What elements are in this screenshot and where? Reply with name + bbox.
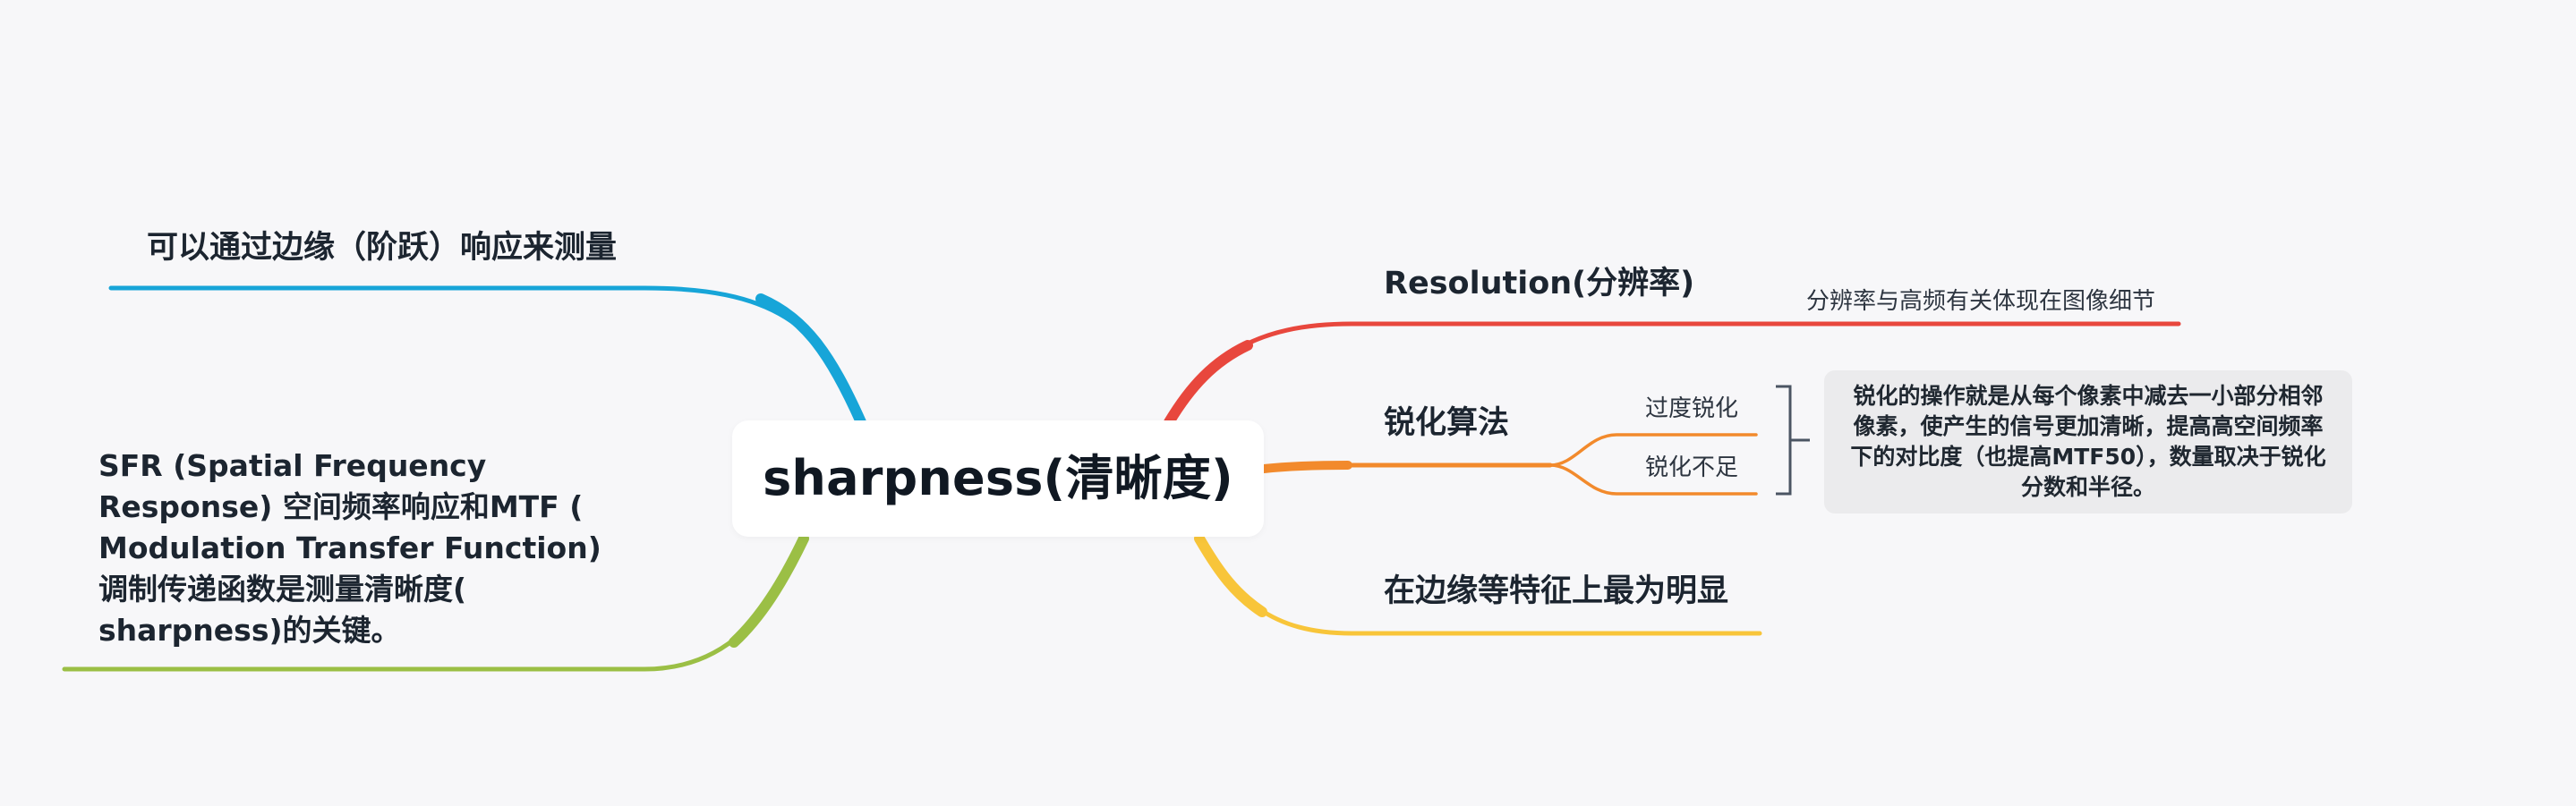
link-sharpen-thick <box>1259 461 1352 473</box>
sharpen-summary-text: 锐化的操作就是从每个像素中减去一小部分相邻像素，使产生的信号更加清晰，提高高空间… <box>1850 383 2326 500</box>
root-label: sharpness(清晰度) <box>763 449 1233 506</box>
link-sharpen-child-1 <box>1548 433 1758 467</box>
link-edge-measure-thick <box>755 293 866 428</box>
branch-edge-feature[interactable]: 在边缘等特征上最为明显 <box>1384 573 1729 609</box>
sharpen-child-under[interactable]: 锐化不足 <box>1645 454 1739 481</box>
summary-bracket <box>1776 385 1810 496</box>
resolution-detail[interactable]: 分辨率与高频有关体现在图像细节 <box>1806 288 2156 315</box>
branch-edge-measure[interactable]: 可以通过边缘（阶跃）响应来测量 <box>147 230 618 266</box>
branch-resolution[interactable]: Resolution(分辨率) <box>1384 266 1695 301</box>
link-edge-measure <box>108 285 862 423</box>
link-sharpen-child-2 <box>1548 463 1758 496</box>
link-resolution-thick <box>1164 340 1253 428</box>
sharpen-summary-box[interactable]: 锐化的操作就是从每个像素中减去一小部分相邻像素，使产生的信号更加清晰，提高高空间… <box>1824 370 2352 513</box>
link-sfr-mtf-thick <box>729 533 809 648</box>
root-node[interactable]: sharpness(清晰度) <box>732 420 1264 537</box>
branch-sharpen[interactable]: 锐化算法 <box>1384 405 1510 441</box>
sharpen-child-over[interactable]: 过度锐化 <box>1645 395 1739 422</box>
branch-sfr-mtf[interactable]: SFR (Spatial Frequency Response) 空间频率响应和… <box>98 448 601 648</box>
link-edge-feature-thick <box>1194 533 1267 617</box>
